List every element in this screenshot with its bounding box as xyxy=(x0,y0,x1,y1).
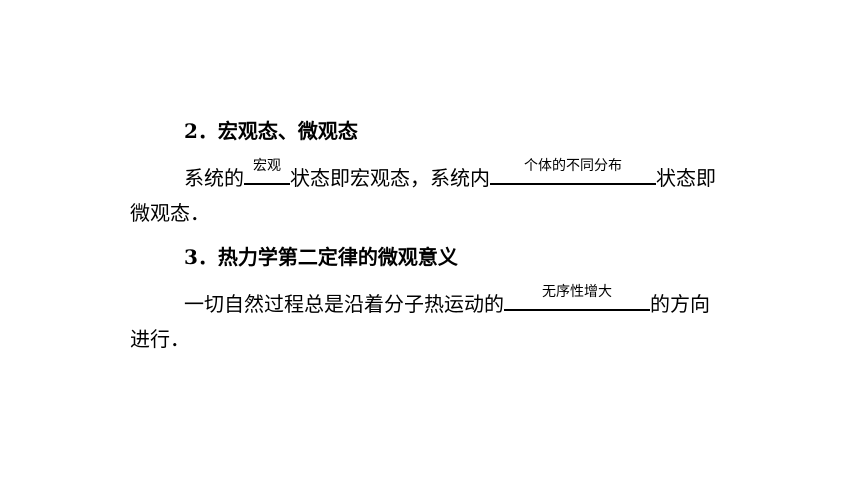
answer-text: 无序性增大 xyxy=(542,284,612,300)
answer-blank-distribution: 个体的不同分布 xyxy=(490,158,656,185)
section-2-line-1: 系统的宏观状态即宏观态，系统内 个体的不同分布状态即 xyxy=(184,158,716,192)
text-segment: 的方向 xyxy=(650,292,710,316)
text-segment: 一切自然过程总是沿着分子热运动的 xyxy=(184,292,504,316)
section-3-line-2: 进行． xyxy=(130,327,190,351)
section-2-heading: 2．宏观态、微观态 xyxy=(184,119,358,143)
text-segment: 系统的 xyxy=(184,166,244,190)
text-segment: 状态即宏观态，系统内 xyxy=(290,166,490,190)
answer-blank-disorder: 无序性增大 xyxy=(504,284,650,311)
section-3-heading: 3．热力学第二定律的微观意义 xyxy=(184,245,458,269)
text-segment: 状态即 xyxy=(656,166,716,190)
section-3-line-1: 一切自然过程总是沿着分子热运动的 无序性增大的方向 xyxy=(184,284,710,318)
answer-blank-macro: 宏观 xyxy=(244,158,290,185)
section-2-line-2: 微观态． xyxy=(130,201,210,225)
answer-text: 宏观 xyxy=(253,158,281,174)
answer-text: 个体的不同分布 xyxy=(524,158,622,174)
